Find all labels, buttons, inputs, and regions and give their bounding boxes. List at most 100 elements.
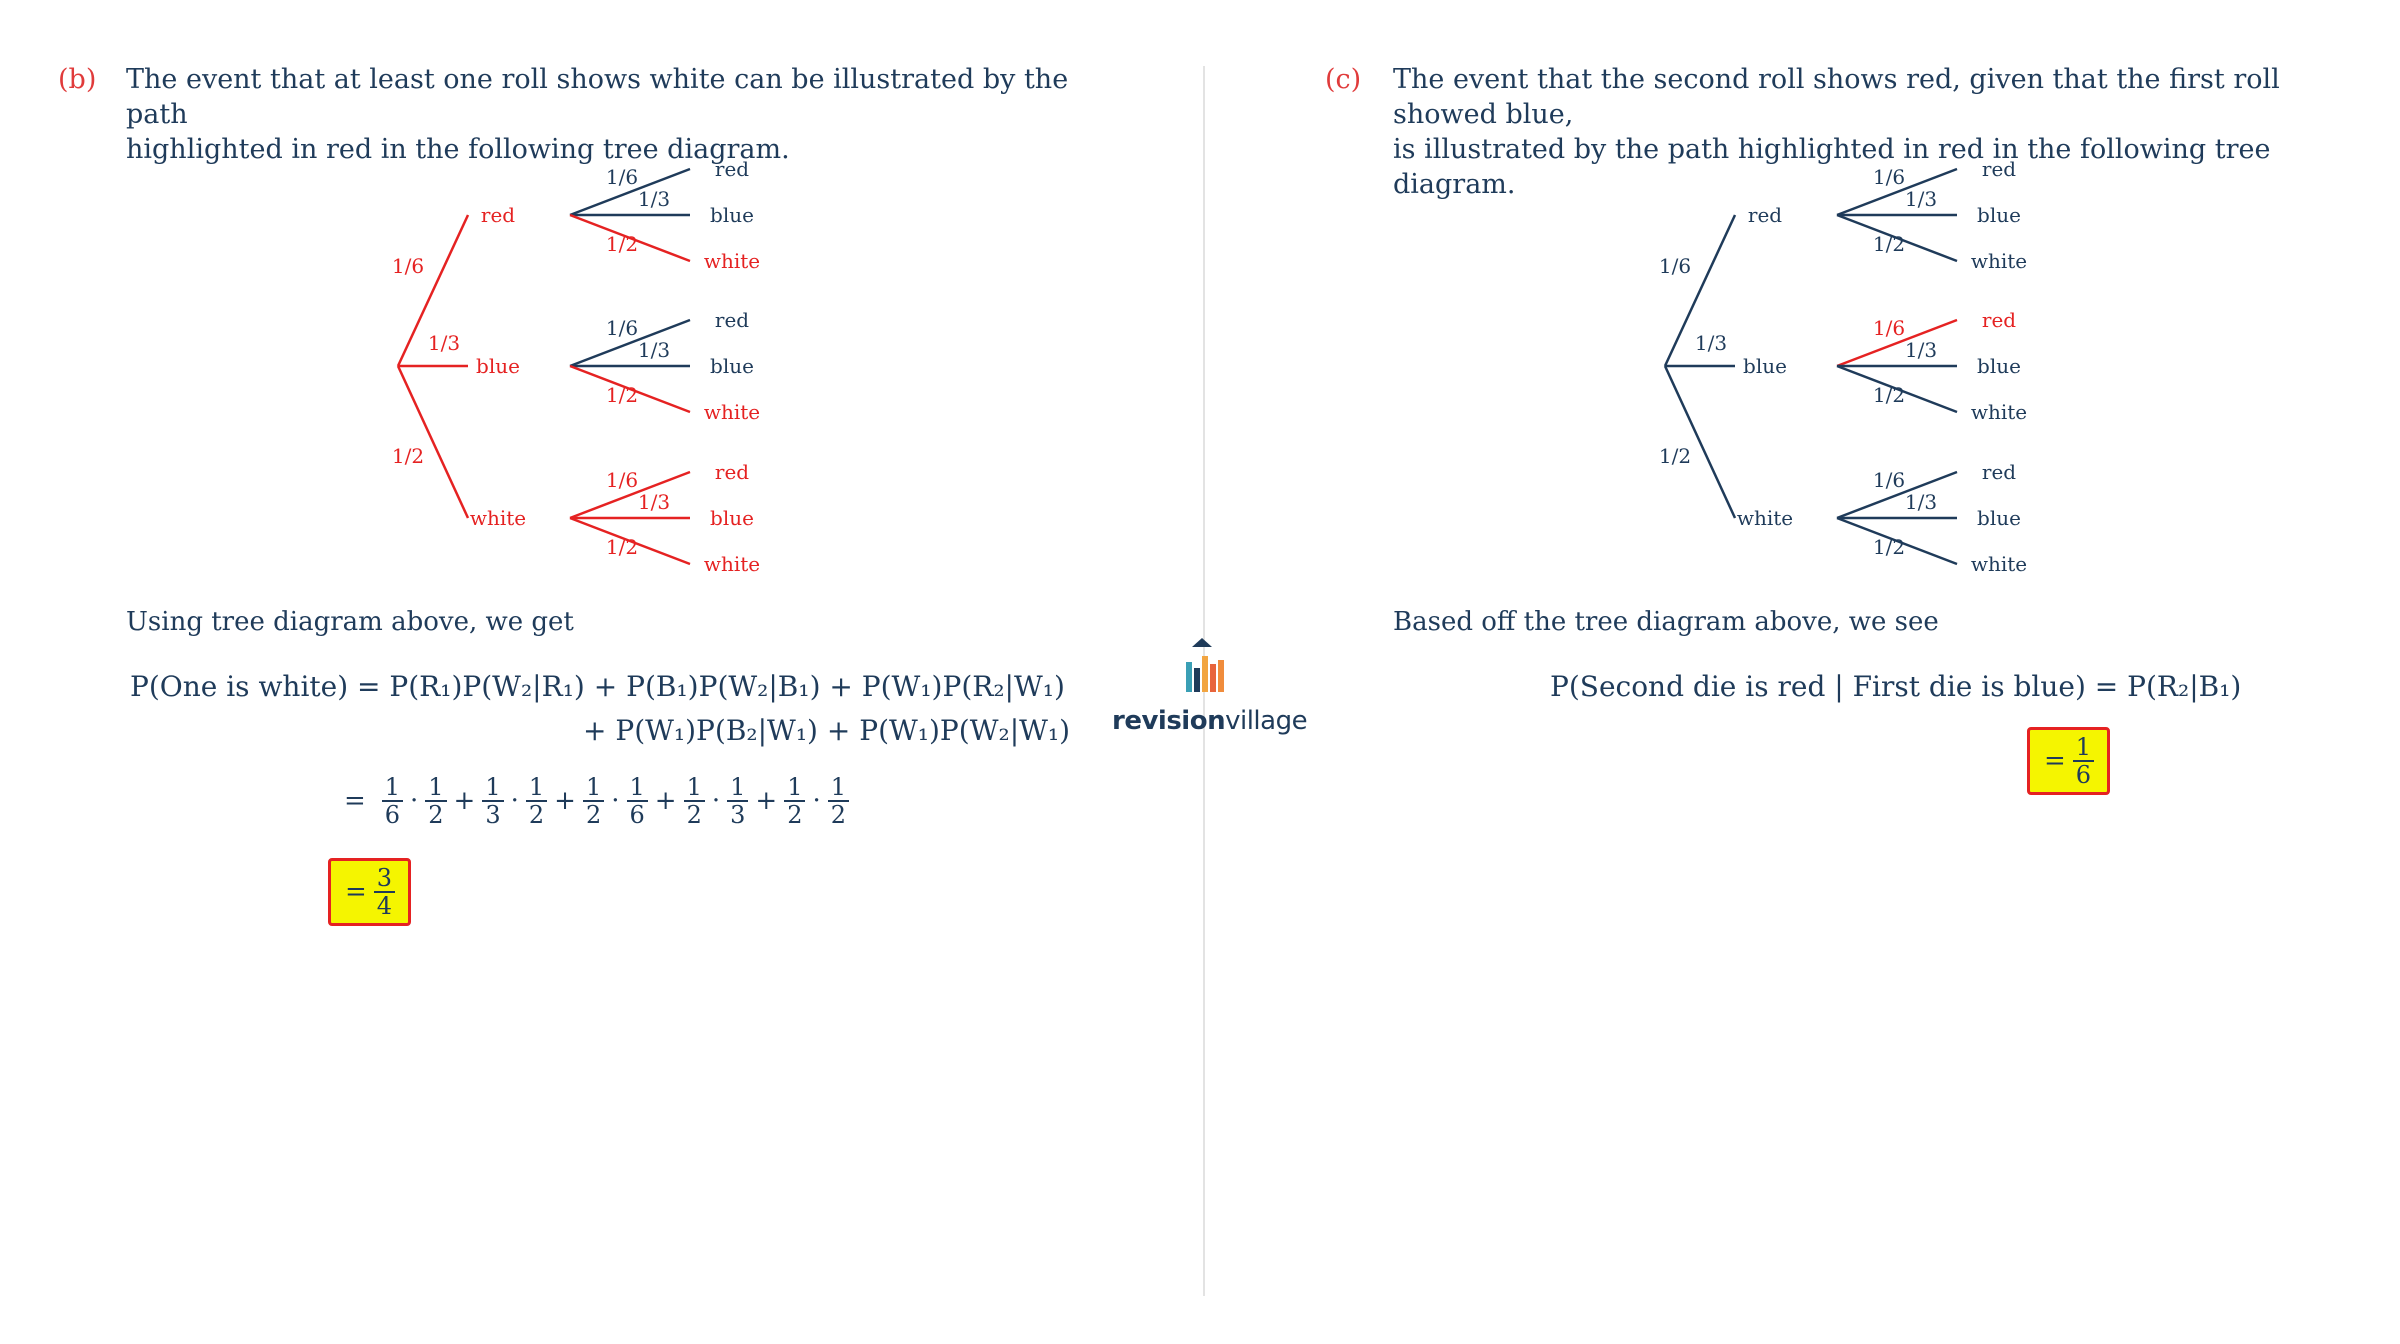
plus-sign: +	[554, 786, 576, 816]
fraction-denominator: 3	[730, 801, 746, 829]
first-outcome-label: white	[1737, 506, 1793, 530]
part-c-answer-box: = 1 6	[2027, 727, 2111, 795]
second-branch-prob: 1/2	[606, 232, 638, 256]
second-outcome-label: blue	[710, 354, 754, 378]
fraction-denominator: 2	[830, 801, 847, 829]
logo-text-bold: revision	[1112, 706, 1226, 736]
part-c-tree-diagram: 1/6redred1/6blue1/3white1/21/3bluered1/6…	[1659, 157, 2027, 576]
revision-village-logo: revisionvillage	[1112, 638, 1308, 736]
first-branch-prob: 1/2	[392, 444, 424, 468]
second-branch-prob: 1/6	[1873, 316, 1905, 340]
second-branch-prob: 1/6	[1873, 468, 1905, 492]
first-outcome-label: white	[470, 506, 526, 530]
second-outcome-label: red	[1982, 157, 2016, 181]
second-branch-red	[1836, 318, 1958, 368]
second-outcome-label: white	[1971, 400, 2027, 424]
answer-numerator: 1	[2072, 734, 2095, 762]
plus-sign: +	[453, 786, 476, 816]
second-branch-prob: 1/6	[606, 468, 638, 492]
multiply-dot: ·	[711, 786, 721, 816]
part-b-eq-lhs: P(One is white) =	[130, 670, 390, 703]
second-branch-prob: 1/6	[606, 165, 638, 189]
logo-text-regular: village	[1225, 706, 1308, 736]
second-branch-prob: 1/2	[1873, 535, 1905, 559]
first-branch-prob: 1/2	[1659, 444, 1691, 468]
answer-equals: =	[345, 877, 367, 907]
second-outcome-label: blue	[1977, 354, 2021, 378]
fraction-numerator: 1	[381, 774, 403, 802]
second-outcome-label: white	[1971, 552, 2027, 576]
fraction-numerator: 1	[827, 774, 850, 802]
second-branch-white	[1836, 213, 1958, 263]
second-branch-white	[569, 516, 691, 566]
first-branch-white	[1663, 365, 1737, 519]
logo-text: revisionvillage	[1112, 706, 1308, 736]
first-outcome-label: red	[481, 203, 515, 227]
second-branch-prob: 1/3	[1905, 490, 1937, 514]
equals-sign: =	[344, 786, 366, 816]
fraction-numerator: 1	[626, 774, 648, 802]
answer-denominator: 4	[376, 892, 393, 920]
second-branch-prob: 1/2	[606, 383, 638, 407]
fraction-denominator: 2	[686, 801, 702, 829]
part-c-using-text: Based off the tree diagram above, we see	[1393, 607, 1939, 637]
part-c-intro-line2: is illustrated by the path highlighted i…	[1393, 134, 2271, 200]
second-branch-red	[569, 167, 691, 217]
part-b-intro-line2: highlighted in red in the following tree…	[126, 134, 790, 165]
part-c-intro-line1: The event that the second roll shows red…	[1393, 64, 2280, 130]
multiply-dot: ·	[510, 786, 519, 816]
second-outcome-label: white	[1971, 249, 2027, 273]
plus-sign: +	[755, 786, 778, 816]
revision-village-logo-icon	[1186, 638, 1224, 692]
answer-numerator: 3	[373, 865, 396, 893]
second-outcome-label: white	[704, 552, 760, 576]
first-branch-prob: 1/3	[1695, 331, 1727, 355]
part-b-tree-diagram: 1/6redred1/6blue1/3white1/21/3bluered1/6…	[392, 157, 760, 576]
part-b-letter: (b)	[58, 64, 97, 95]
second-branch-prob: 1/2	[1873, 232, 1905, 256]
part-b-answer-box: = 3 4	[328, 858, 412, 926]
multiply-dot: ·	[409, 786, 419, 816]
fraction-denominator: 2	[787, 801, 803, 829]
fraction-denominator: 2	[528, 801, 545, 829]
second-branch-prob: 1/2	[1873, 383, 1905, 407]
part-b-using-text: Using tree diagram above, we get	[126, 607, 574, 637]
second-branch-red	[1836, 167, 1958, 217]
second-branch-white	[569, 364, 691, 414]
fraction-numerator: 1	[582, 774, 605, 802]
second-outcome-label: blue	[1977, 203, 2021, 227]
second-outcome-label: red	[715, 460, 749, 484]
second-outcome-label: red	[1982, 308, 2016, 332]
second-outcome-label: white	[704, 249, 760, 273]
part-c: (c) The event that the second roll shows…	[1325, 62, 2375, 202]
fraction-numerator: 1	[425, 774, 447, 802]
second-branch-white	[1836, 516, 1958, 566]
first-branch-prob: 1/6	[1659, 254, 1691, 278]
second-branch-prob: 1/2	[606, 535, 638, 559]
fraction-numerator: 1	[525, 774, 548, 802]
fraction-denominator: 2	[585, 801, 602, 829]
second-outcome-label: red	[1982, 460, 2016, 484]
fraction-denominator: 2	[428, 801, 444, 829]
second-outcome-label: red	[715, 157, 749, 181]
multiply-dot: ·	[611, 786, 620, 816]
second-outcome-label: blue	[710, 506, 754, 530]
part-c-letter: (c)	[1325, 64, 1362, 95]
first-outcome-label: red	[1748, 203, 1782, 227]
multiply-dot: ·	[812, 786, 821, 816]
fraction-denominator: 3	[485, 801, 501, 829]
answer-denominator: 6	[2075, 761, 2092, 789]
plus-sign: +	[654, 786, 677, 816]
part-c-intro: (c) The event that the second roll shows…	[1325, 62, 2375, 202]
